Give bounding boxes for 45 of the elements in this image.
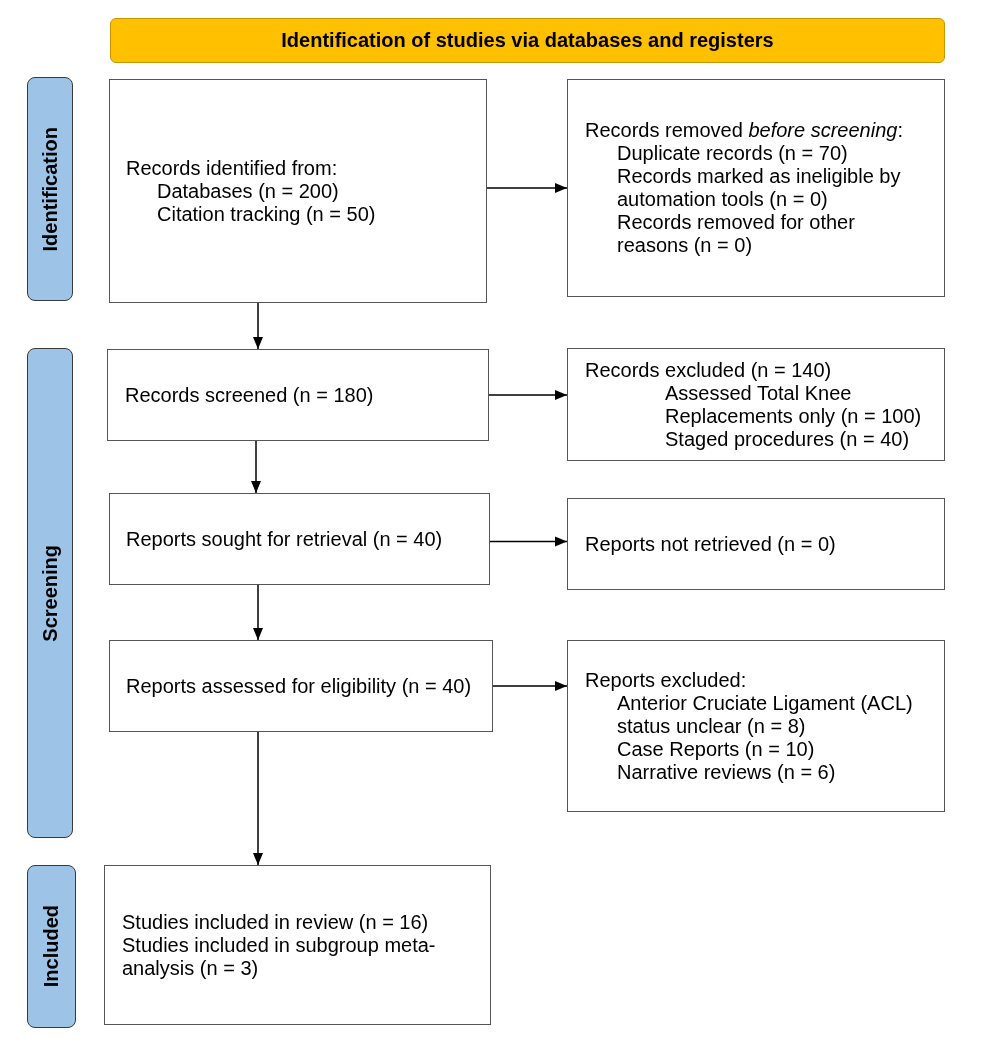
box-text: Duplicate records (n = 70): [617, 142, 849, 165]
process-box: [567, 348, 945, 461]
phase-label: Screening: [38, 544, 62, 642]
box-text: Case Reports (n = 10): [617, 737, 816, 761]
process-box: [109, 493, 490, 585]
box-text: Records removed before screening:: [585, 119, 904, 142]
phase-band: [27, 77, 73, 301]
box-text: Databases (n = 200): [157, 179, 340, 203]
box-text: Narrative reviews (n = 6): [617, 760, 837, 784]
process-box: [109, 640, 493, 732]
header-text: Identification of studies via databases and registers: [281, 29, 774, 52]
process-box: [109, 79, 487, 303]
process-box: [107, 349, 489, 441]
box-text: Assessed Total Knee Replacements only (n = 100): [665, 381, 923, 428]
arrow: [486, 183, 568, 193]
box-text: Records excluded (n = 140): [585, 358, 833, 382]
box-text: Records identified from:: [126, 156, 339, 180]
arrow: [489, 536, 568, 547]
phase-band: [27, 348, 73, 838]
phase-label: Identification: [38, 126, 62, 252]
process-box: [567, 640, 945, 812]
arrow: [251, 440, 261, 494]
box-text: Reports not retrieved (n = 0): [585, 532, 837, 556]
phase-band: [27, 865, 76, 1028]
box-text: Studies included in review (n = 16): [122, 910, 430, 934]
arrow: [492, 681, 568, 691]
box-text: Anterior Cruciate Ligament (ACL) status unclear (n = 8): [617, 691, 914, 738]
process-box: [567, 498, 945, 590]
box-text: Staged procedures (n = 40): [665, 427, 911, 451]
box-text: Reports sought for retrieval (n = 40): [126, 527, 444, 551]
box-text: Records marked as ineligible by automation tools (n = 0): [617, 165, 902, 211]
phase-label: Included: [40, 905, 63, 988]
arrow: [253, 584, 263, 641]
arrow: [253, 731, 263, 866]
box-text: Reports excluded:: [585, 668, 748, 692]
section-header-bar: [110, 18, 945, 63]
box-text: Citation tracking (n = 50): [157, 202, 377, 226]
arrow: [253, 302, 263, 350]
box-text: Reports assessed for eligibility (n = 40): [126, 674, 473, 698]
box-text: Studies included in subgroup meta-analysis (n = 3): [122, 933, 437, 980]
box-text: Records screened (n = 180): [125, 383, 375, 407]
box-text: Records removed for other reasons (n = 0): [617, 211, 856, 257]
process-box: [567, 79, 945, 297]
arrow: [488, 390, 568, 400]
process-box: [104, 865, 491, 1025]
